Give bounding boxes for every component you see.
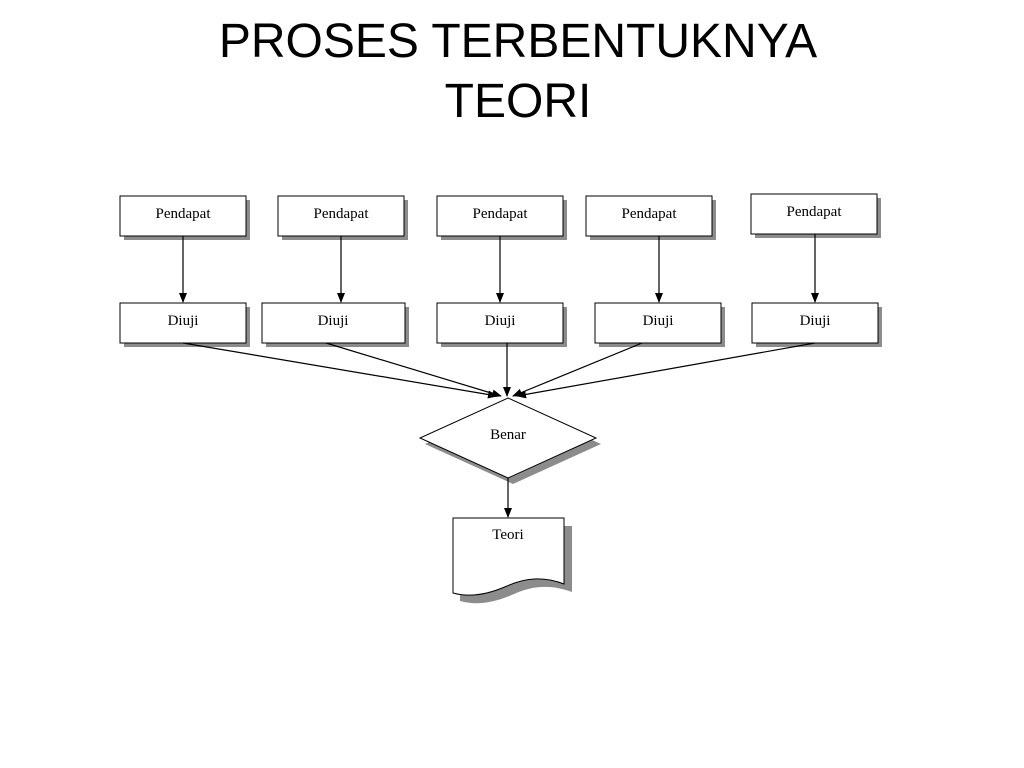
- test-box-3-label: Diuji: [485, 313, 516, 329]
- test-box-2: Diuji: [261, 302, 409, 347]
- test-box-5: Diuji: [751, 302, 882, 347]
- result-document-label: Teori: [492, 527, 523, 543]
- test-box-1: Diuji: [119, 302, 250, 347]
- arrow-test-5-to-decision: [516, 342, 816, 399]
- decision-diamond-label: Benar: [490, 427, 526, 443]
- opinion-box-3-label: Pendapat: [473, 206, 529, 222]
- test-box-1-label: Diuji: [168, 313, 199, 329]
- opinion-to-test-arrows: [179, 234, 819, 303]
- opinion-box-1: Pendapat: [119, 195, 250, 240]
- opinion-box-4: Pendapat: [585, 195, 716, 240]
- opinion-box-5: Pendapat: [750, 193, 881, 238]
- opinion-box-1-label: Pendapat: [156, 206, 212, 222]
- test-box-4: Diuji: [594, 302, 725, 347]
- test-box-3: Diuji: [436, 302, 567, 347]
- opinion-box-3: Pendapat: [436, 195, 567, 240]
- test-box-2-label: Diuji: [318, 313, 349, 329]
- test-to-decision-arrows: [182, 342, 816, 399]
- page-title: PROSES TERBENTUKNYA TEORI: [0, 12, 1024, 132]
- test-box-4-label: Diuji: [643, 313, 674, 329]
- arrow-test-2-to-decision: [325, 342, 502, 398]
- page-title-line-2: TEORI: [444, 75, 592, 128]
- opinion-box-2-label: Pendapat: [314, 206, 370, 222]
- opinion-box-4-label: Pendapat: [622, 206, 678, 222]
- result-document: Teori: [452, 517, 572, 604]
- opinion-box-2: Pendapat: [277, 195, 408, 240]
- arrow-test-1-to-decision: [182, 342, 498, 399]
- opinion-box-5-label: Pendapat: [787, 204, 843, 220]
- page-title-line-1: PROSES TERBENTUKNYA: [218, 15, 818, 68]
- arrow-test-4-to-decision: [512, 342, 643, 397]
- decision-diamond: Benar: [418, 397, 601, 484]
- test-box-5-label: Diuji: [800, 313, 831, 329]
